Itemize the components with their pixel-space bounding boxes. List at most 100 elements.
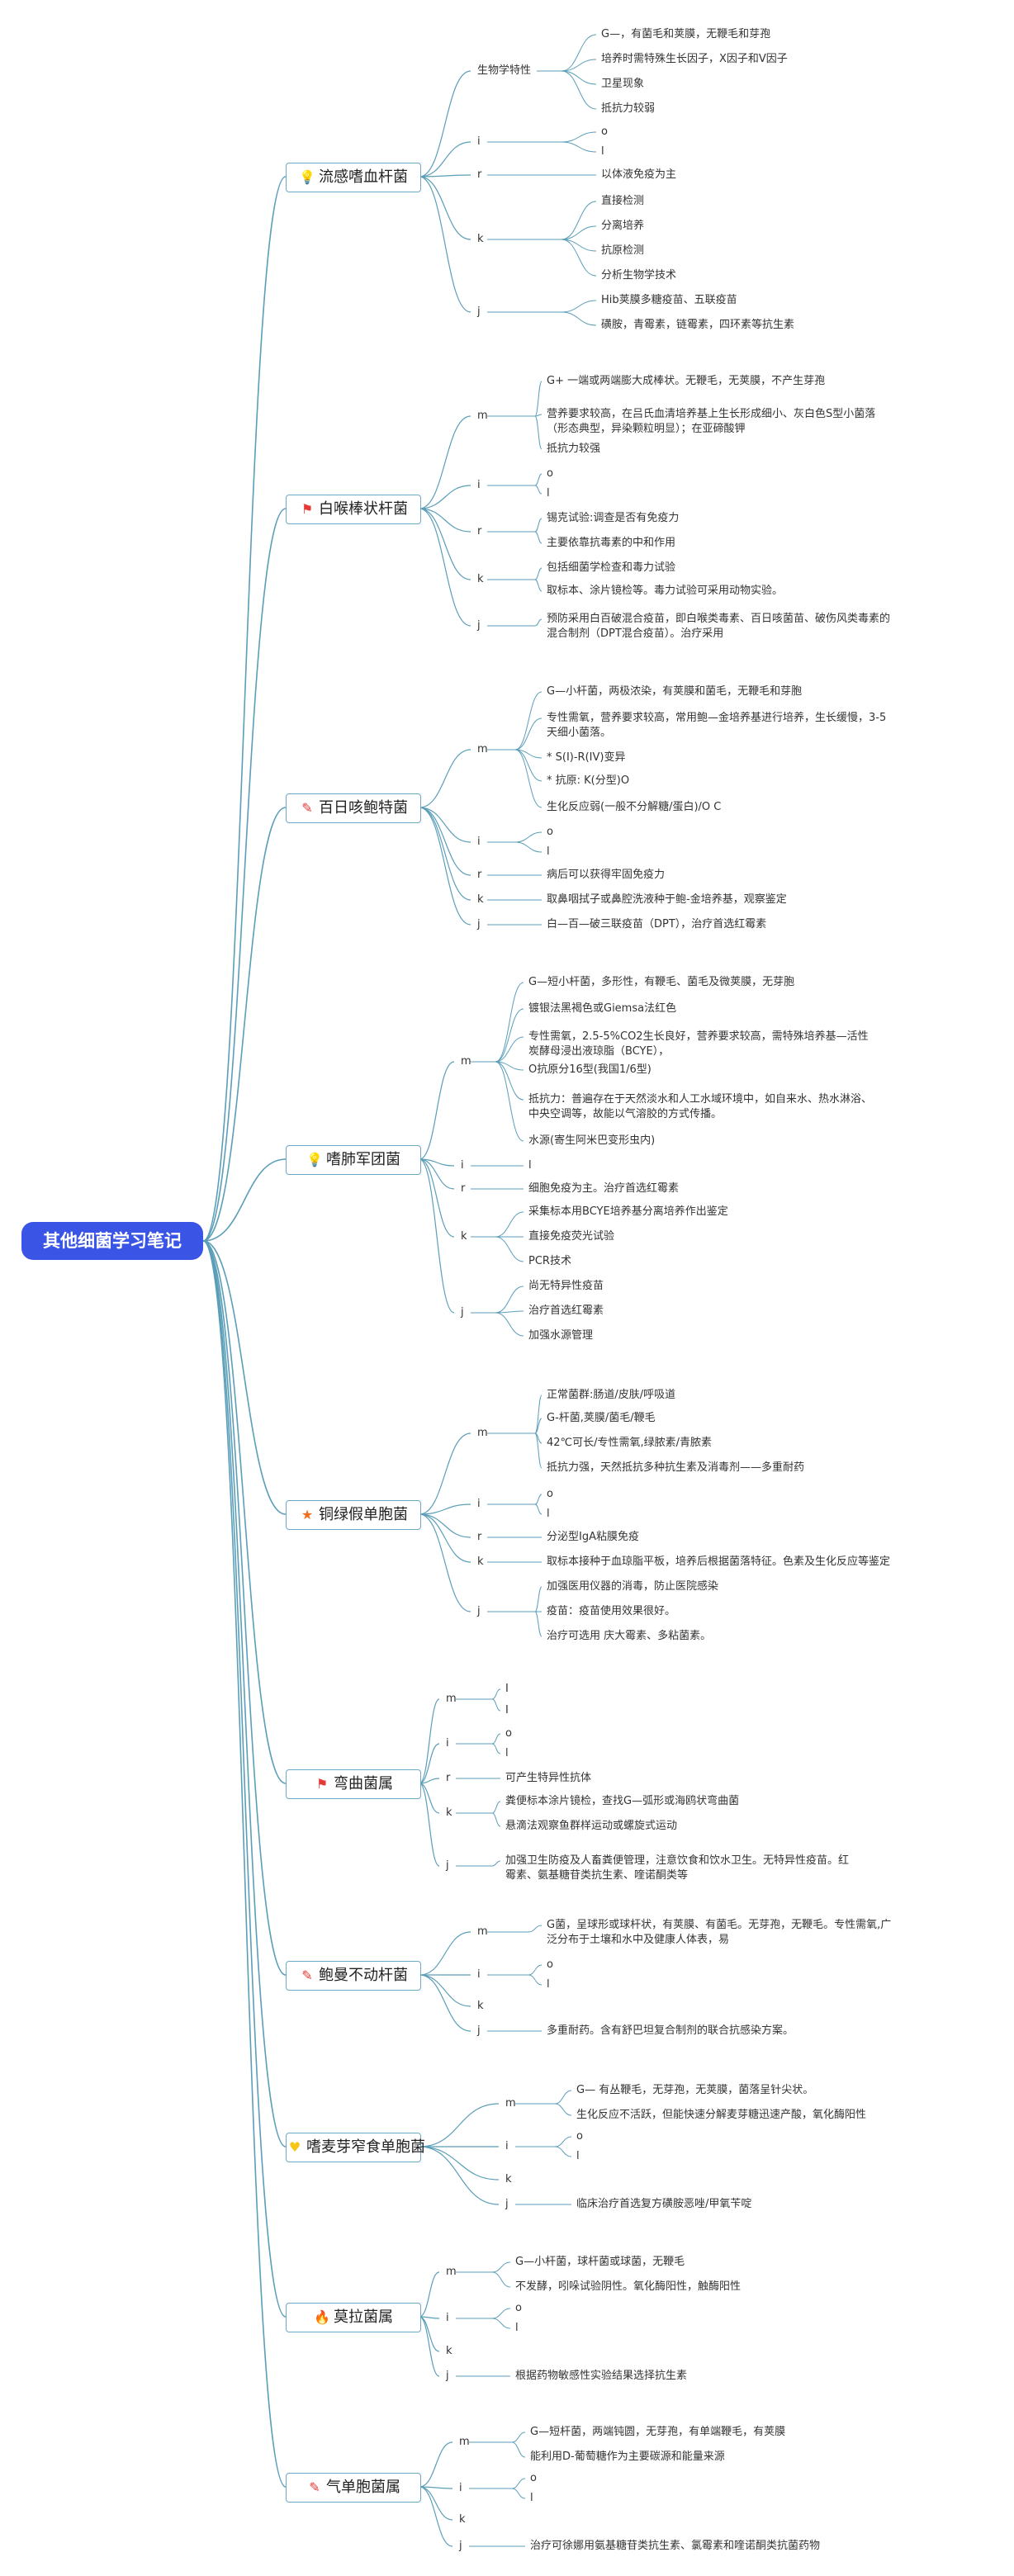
link-line: [495, 1211, 524, 1238]
leaf-text: * S(I)-R(IV)变异: [547, 751, 626, 764]
link-line: [495, 1061, 524, 1071]
section-label[interactable]: k: [477, 893, 484, 906]
category-node[interactable]: ⚑弯曲菌属: [286, 1769, 421, 1799]
link-line: [534, 381, 543, 417]
section-label[interactable]: m: [505, 2097, 516, 2110]
section-label[interactable]: j: [477, 2024, 481, 2037]
section-label[interactable]: j: [477, 918, 481, 930]
leaf-text: 疫苗：疫苗使用效果很好。: [547, 1605, 676, 1617]
link-line: [495, 1310, 524, 1314]
link-line: [511, 2488, 526, 2499]
category-node[interactable]: ✎百日咳鲍特菌: [286, 793, 421, 823]
section-label[interactable]: i: [461, 1159, 464, 1172]
leaf-text: G— 有丛鞭毛，无芽孢，无荚膜，菌落呈针尖状。: [576, 2084, 814, 2096]
category-node[interactable]: 💡流感嗜血杆菌: [286, 163, 421, 192]
leaf-text: l: [547, 487, 550, 500]
leaf-text: 病后可以获得牢固免疫力: [547, 869, 666, 881]
link-line: [419, 2146, 500, 2181]
section-label[interactable]: k: [446, 2345, 453, 2357]
section-label[interactable]: k: [459, 2513, 466, 2526]
section-label[interactable]: k: [477, 1556, 484, 1568]
category-label: 鲍曼不动杆菌: [319, 1967, 408, 1984]
category-node[interactable]: 🔥莫拉菌属: [286, 2303, 421, 2332]
link-line: [419, 485, 471, 509]
category-node[interactable]: ★铜绿假单胞菌: [286, 1500, 421, 1530]
leaf-text: G—短小杆菌，多形性，有鞭毛、菌毛及微荚膜，无芽胞: [528, 976, 795, 988]
link-line: [419, 176, 471, 313]
section-label[interactable]: m: [446, 1693, 457, 1705]
section-label[interactable]: 生物学特性: [477, 64, 532, 77]
category-node[interactable]: 💡嗜肺军团菌: [286, 1145, 421, 1175]
category-node[interactable]: ♥嗜麦芽窄食单胞菌: [286, 2133, 425, 2162]
section-label[interactable]: k: [477, 233, 484, 245]
leaf-text: 根据药物敏感性实验结果选择抗生素: [515, 2370, 688, 2382]
leaf-text: G—短杆菌，两端钝圆，无芽孢，有单端鞭毛，有荚膜: [530, 2426, 786, 2438]
link-line: [561, 34, 597, 72]
section-label[interactable]: k: [477, 2000, 484, 2012]
section-label[interactable]: i: [446, 2312, 449, 2324]
link-line: [495, 1061, 524, 1142]
section-label[interactable]: r: [461, 1182, 466, 1195]
link-line: [419, 141, 471, 178]
category-label: 嗜麦芽窄食单胞菌: [306, 2138, 425, 2156]
section-label[interactable]: i: [477, 479, 481, 491]
link-line: [419, 176, 471, 240]
leaf-text: 分泌型IgA粘膜免疫: [547, 1531, 639, 1543]
section-label[interactable]: r: [477, 1531, 482, 1543]
section-label[interactable]: k: [477, 573, 484, 585]
leaf-text: 不发酵，吲哚试验阴性。氧化酶阳性，触酶阳性: [515, 2280, 742, 2293]
leaf-text: 培养时需特殊生长因子，X因子和V因子: [601, 53, 788, 65]
link-line: [561, 300, 597, 313]
section-label[interactable]: m: [477, 1925, 488, 1938]
section-label[interactable]: m: [477, 410, 488, 422]
link-line: [495, 1008, 524, 1063]
section-label[interactable]: m: [477, 743, 488, 755]
section-label[interactable]: j: [461, 1306, 464, 1319]
section-label[interactable]: k: [446, 1807, 453, 1819]
link-line: [419, 508, 471, 627]
section-label[interactable]: i: [477, 135, 481, 148]
link-line: [419, 2146, 500, 2205]
section-label[interactable]: j: [477, 1605, 481, 1617]
section-label[interactable]: j: [459, 2540, 462, 2552]
section-label[interactable]: k: [505, 2173, 512, 2185]
category-node[interactable]: ⚑白喉棒状杆菌: [286, 495, 421, 524]
section-label[interactable]: r: [446, 1772, 451, 1784]
leaf-text: 白—百—破三联疫苗（DPT），治疗首选红霉素: [547, 918, 767, 930]
link-line: [534, 1503, 543, 1515]
category-label: 铜绿假单胞菌: [319, 1506, 408, 1523]
section-label[interactable]: r: [477, 525, 482, 537]
section-label[interactable]: j: [477, 619, 481, 632]
section-label[interactable]: j: [446, 1859, 449, 1872]
root-node[interactable]: 其他细菌学习笔记: [21, 1222, 203, 1260]
link-line: [419, 2316, 440, 2319]
section-label[interactable]: m: [459, 2436, 470, 2448]
section-label[interactable]: m: [446, 2266, 457, 2278]
category-node[interactable]: ✎气单胞菌属: [286, 2473, 421, 2503]
section-label[interactable]: k: [461, 1230, 467, 1243]
section-label[interactable]: m: [477, 1427, 488, 1439]
section-label[interactable]: m: [461, 1055, 471, 1068]
section-label[interactable]: i: [505, 2140, 509, 2152]
category-label: 弯曲菌属: [334, 1775, 393, 1792]
leaf-text: 正常菌群:肠道/皮肤/呼吸道: [547, 1389, 676, 1401]
leaf-text: l: [547, 1508, 550, 1520]
category-label: 流感嗜血杆菌: [319, 168, 408, 186]
section-label[interactable]: j: [477, 305, 481, 318]
leaf-text: l: [528, 1159, 532, 1172]
section-label[interactable]: r: [477, 168, 482, 181]
leaf-text: o: [547, 826, 553, 838]
section-label[interactable]: i: [459, 2482, 462, 2494]
section-label[interactable]: i: [477, 1968, 481, 1981]
leaf-text: PCR技术: [528, 1255, 571, 1267]
section-label[interactable]: i: [477, 836, 481, 848]
section-label[interactable]: r: [477, 869, 482, 881]
leaf-text: G—小杆菌，球杆菌或球菌，无鞭毛: [515, 2256, 685, 2268]
section-label[interactable]: i: [446, 1737, 449, 1750]
section-label[interactable]: i: [477, 1498, 481, 1510]
section-label[interactable]: j: [446, 2370, 449, 2382]
bulb-icon: 💡: [299, 169, 315, 185]
link-line: [561, 225, 597, 240]
section-label[interactable]: j: [505, 2198, 509, 2210]
category-node[interactable]: ✎鲍曼不动杆菌: [286, 1961, 421, 1991]
